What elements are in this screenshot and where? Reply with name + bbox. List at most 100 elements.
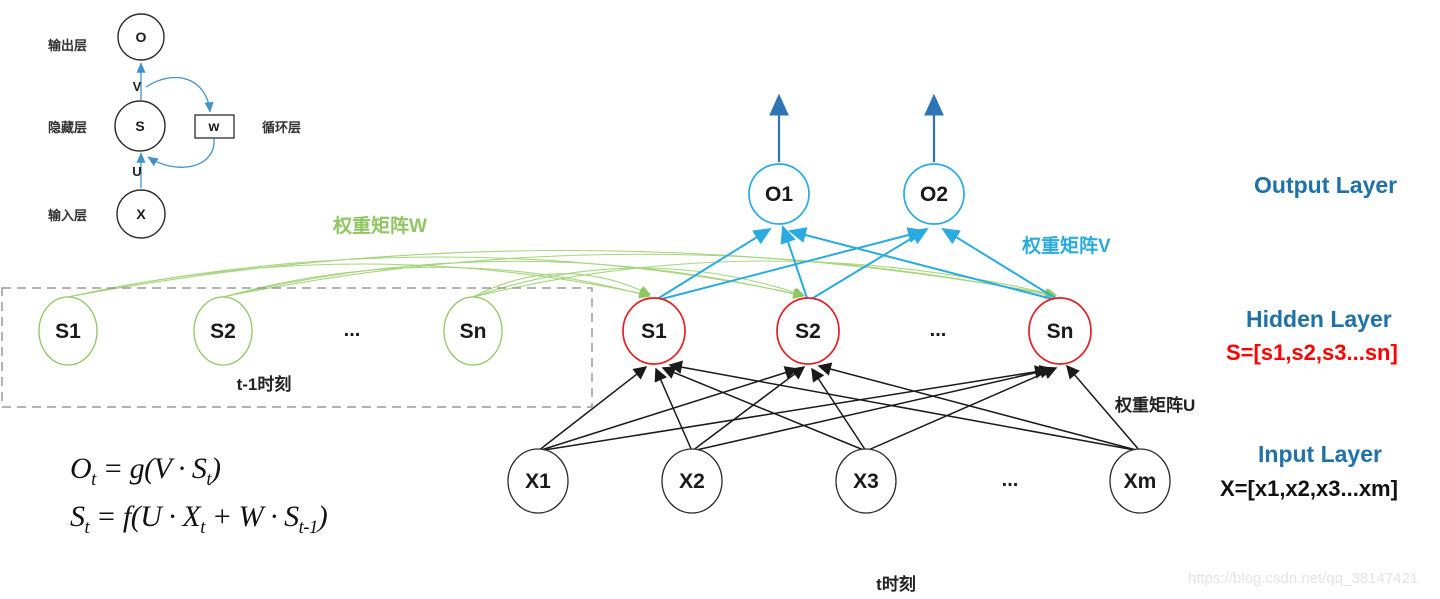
w-edge-s2-s2 [222,260,805,299]
mini-node-x-circle [116,189,166,239]
v-edge-s2-o2 [807,227,929,302]
output-node-o1-label: O1 [765,183,793,206]
u-edge-x3-s2 [811,367,867,452]
w-edge-sn-sn [472,260,1058,298]
output-node-o1-circle [748,163,810,225]
weight-w-edges [67,249,1058,300]
v-edge-s1-o2 [653,227,926,302]
legend-input-vector: X=[x1,x2,x3...xm] [1220,476,1398,501]
mini-edge-v-label: V [133,79,142,94]
legend-group: Output Layer Hidden Layer S=[s1,s2,s3...… [1220,172,1398,501]
hidden-row-group: S1 S2 ... Sn [622,297,1092,365]
mini-node-o-label: O [136,29,147,45]
input-node-x2-label: X2 [679,470,705,493]
mini-node-s-circle [114,100,166,152]
input-row-dots: ... [1002,469,1019,491]
output-node-o2-label: O2 [920,183,948,206]
weight-v-edges [653,225,1061,302]
v-edge-s2-o1 [780,225,809,302]
w-edge-s1-s2 [67,256,805,299]
mini-loop-top-edge [145,76,214,113]
prev-node-sn-circle [443,296,503,366]
weight-u-edges [537,360,1141,452]
mini-node-s-label: S [135,118,144,134]
input-node-x3-label: X3 [853,470,879,493]
output-row-group: O1 O2 [748,93,965,225]
mini-rnn-diagram: O S X w V U 输出层 隐藏层 输入层 循环层 [48,13,301,239]
formula-o-lhs: O [70,452,92,485]
prev-time-dashed-box [1,287,593,408]
input-node-xm-circle [1109,448,1171,514]
mini-node-o-circle [117,13,165,61]
legend-output-title: Output Layer [1254,172,1397,198]
mini-edge-u-label: U [132,164,141,179]
formula-output: Ot = g(V · St) [70,452,221,491]
formula-s-mid2: + W · S [204,500,299,533]
legend-hidden-vector: S=[s1,s2,s3...sn] [1226,340,1398,365]
input-row-group: X1 X2 X3 ... Xm [507,448,1171,514]
u-edge-x1-s2 [537,366,799,452]
hidden-row-dots: ... [930,319,947,341]
formula-s-mid: = f(U · X [89,500,201,533]
u-edge-x3-s1 [661,366,867,452]
mini-node-w-box [194,114,235,139]
weight-u-label: 权重矩阵U [1114,395,1195,415]
mini-input-layer-label: 输入层 [48,208,87,223]
hidden-node-sn-circle [1028,297,1092,365]
prev-node-s2-label: S2 [210,320,236,343]
u-edge-x2-sn [691,365,1054,452]
mini-recurrent-layer-label: 循环层 [262,120,301,135]
u-edge-xm-s1 [668,360,1141,452]
formula-o-lhs-sub: t [91,469,96,490]
mini-node-x-label: X [136,206,146,222]
formula-o-end: ) [211,452,221,485]
formula-o-mid-sub: t [206,469,212,490]
v-edge-sn-o1 [788,227,1061,302]
formula-s-end: ) [317,500,328,533]
prev-node-s1-circle [38,296,98,366]
mini-loop-bottom-edge [147,138,215,168]
formula-s-mid-sub: t [200,517,205,538]
formula-hidden: St = f(U · Xt + W · St-1) [70,500,328,539]
input-node-x3-circle [835,448,897,514]
formula-s-lhs-sub: t [84,517,90,538]
v-edge-sn-o2 [941,227,1061,302]
input-node-x1-label: X1 [525,470,551,493]
u-edge-x1-sn [537,365,1049,452]
mini-hidden-layer-label: 隐藏层 [48,120,87,135]
csdn-watermark: https://blog.csdn.net/qq_38147421 [1188,570,1419,587]
hidden-node-s2-label: S2 [795,320,821,343]
input-node-x2-circle [661,448,723,514]
v-edge-s1-o1 [653,227,772,302]
u-edge-xm-s2 [817,362,1141,452]
prev-node-s1-label: S1 [55,320,81,343]
input-node-xm-label: Xm [1124,470,1157,493]
w-edge-s1-sn [67,249,1057,299]
hidden-node-s1-circle [622,297,686,365]
hidden-node-s2-circle [776,297,840,365]
weight-w-label: 权重矩阵W [332,214,427,237]
w-edge-sn-s1 [472,273,651,298]
prev-row-dots: ... [344,319,361,341]
formula-s-mid2-sub: t-1 [298,517,319,538]
hidden-node-s1-label: S1 [641,320,667,343]
legend-hidden-title: Hidden Layer [1246,306,1392,332]
formula-o-mid: = g(V · S [95,452,207,485]
output-node-o2-circle [903,163,965,225]
legend-input-title: Input Layer [1258,441,1382,467]
w-edge-s2-sn [222,253,1057,300]
u-edge-x3-sn [865,366,1058,452]
prev-node-s2-circle [193,296,253,366]
prev-node-sn-label: Sn [460,320,487,343]
mini-node-w-label: w [208,118,220,134]
u-edge-xm-sn [1066,364,1141,452]
u-edge-x2-s1 [654,367,693,452]
weight-v-label: 权重矩阵V [1021,234,1111,257]
formula-s-lhs: S [70,500,85,533]
current-time-label: t时刻 [876,574,916,594]
mini-output-layer-label: 输出层 [48,38,87,53]
input-node-x1-circle [507,448,569,514]
u-edge-x1-s1 [537,366,648,452]
